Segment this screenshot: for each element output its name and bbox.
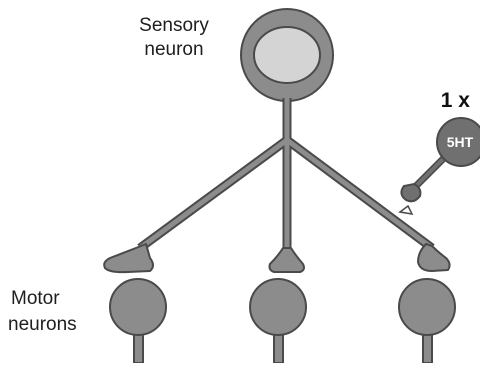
terminal-middle — [268, 247, 305, 273]
motor-neuron-soma — [109, 278, 167, 336]
sensory-neuron-label-line1: Sensory — [139, 15, 209, 36]
serotonin-interneuron: 5HT — [400, 117, 480, 203]
motor-neuron-soma — [398, 278, 456, 336]
presynaptic-terminals — [103, 243, 451, 274]
sensory-neuron-nucleus — [253, 26, 321, 84]
sensory-neuron-label-line2: neuron — [144, 39, 203, 60]
motor-neuron-soma — [249, 278, 307, 336]
terminal-left — [103, 243, 154, 274]
motor-neuron — [109, 278, 167, 364]
motor-neuron — [398, 278, 456, 364]
sensory-axon — [137, 98, 435, 252]
serotonin-soma — [436, 117, 480, 167]
motor-neuron — [249, 278, 307, 364]
motor-neurons-label-line1: Motor — [11, 288, 60, 309]
receptor-site — [398, 204, 414, 215]
motor-neurons — [109, 278, 456, 364]
serotonin-terminal — [400, 182, 422, 203]
terminal-right — [417, 243, 451, 272]
dose-label: 1 x — [441, 89, 471, 112]
transmitter-label: 5HT — [447, 134, 474, 150]
motor-neurons-label-line2: neurons — [8, 314, 77, 335]
sensory-neuron — [240, 8, 334, 102]
